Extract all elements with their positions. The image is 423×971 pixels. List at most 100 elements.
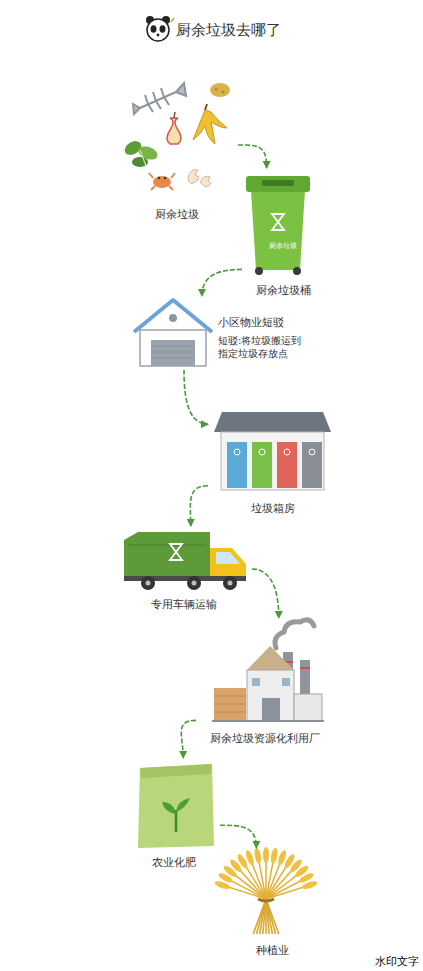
eggshell-part	[200, 176, 211, 187]
garbage-truck-part	[141, 576, 155, 590]
flow-arrow	[238, 145, 267, 168]
stage-node: 垃圾箱房	[208, 408, 337, 516]
cheese	[210, 83, 230, 97]
property-house-part	[151, 340, 195, 366]
factory-part	[214, 688, 246, 721]
wheat-bundle-part	[263, 847, 269, 863]
crab-part	[149, 173, 175, 190]
stage-caption: 厨余垃圾资源化利用厂	[196, 732, 334, 746]
green-bin-part	[255, 267, 263, 275]
bin-house-part	[234, 449, 240, 455]
apple-core-part	[174, 112, 175, 118]
garbage-truck-part	[124, 532, 210, 578]
property-house-part	[134, 300, 212, 332]
green-bin-part	[251, 190, 305, 270]
factory-part	[212, 720, 324, 722]
apple-core-part	[167, 118, 181, 144]
property-house-part	[151, 346, 195, 358]
property-house	[134, 300, 212, 366]
garbage-truck-part	[170, 544, 182, 560]
factory-part	[275, 620, 314, 648]
panda-icon-part	[147, 19, 169, 41]
eggshell-part	[188, 170, 199, 184]
apple-core	[167, 112, 181, 144]
cheese-part	[215, 88, 218, 91]
fertilizer-bag-part	[140, 764, 212, 778]
fish-bone-part	[133, 104, 140, 114]
green-bin-part	[246, 176, 310, 192]
banana-peel-part	[205, 104, 207, 110]
greens-part	[140, 150, 146, 166]
cheese-part	[210, 83, 230, 97]
garbage-truck	[124, 532, 246, 590]
stage-node: 小区物业短驳短驳:将垃圾搬运到指定垃圾存放点	[130, 296, 310, 370]
wheat-bundle-part	[263, 899, 266, 934]
garbage-truck-part	[187, 576, 201, 590]
fertilizer-bag-part	[138, 764, 214, 848]
crab-part	[158, 177, 160, 179]
flow-arrow	[190, 486, 208, 526]
bin-house-part	[221, 432, 324, 490]
crab-part	[153, 176, 171, 188]
bin-house	[214, 412, 331, 490]
garbage-truck-part	[192, 581, 197, 586]
title: 厨余垃圾去哪了	[176, 21, 281, 40]
factory-part	[247, 646, 294, 670]
green-bin-part	[272, 214, 284, 230]
stage-node: 种植业	[220, 848, 324, 958]
flow-arrow	[202, 269, 242, 296]
stage-heading: 小区物业短驳	[218, 316, 284, 330]
stage-note: 短驳:将垃圾搬运到指定垃圾存放点	[218, 334, 310, 360]
stage-caption: 垃圾箱房	[208, 502, 337, 516]
green-bin-part	[293, 267, 301, 275]
greens	[122, 138, 159, 167]
crab	[149, 173, 175, 190]
garbage-truck-part	[128, 545, 206, 546]
wheat-bundle	[214, 847, 318, 934]
bin-house-part	[227, 442, 247, 488]
fertilizer-bag-part	[162, 802, 176, 814]
bin-house-part	[259, 449, 265, 455]
wheat-bundle-part	[253, 847, 262, 864]
factory	[212, 590, 324, 722]
stage-caption: 种植业	[220, 944, 324, 958]
stage-node: 专用车辆运输	[116, 526, 252, 612]
garbage-truck-part	[146, 581, 151, 586]
wheat-bundle-part	[266, 899, 279, 934]
food-scraps	[122, 83, 230, 190]
stage-node: 厨余垃圾	[116, 82, 238, 222]
factory-part	[252, 678, 260, 686]
factory-part	[240, 590, 251, 604]
panda-icon	[146, 16, 174, 41]
fish-bone	[133, 83, 186, 114]
property-house-part	[140, 330, 206, 366]
crab-part	[164, 177, 166, 179]
banana-peel	[193, 104, 227, 144]
wheat-bundle-part	[256, 899, 266, 934]
factory-part	[282, 678, 290, 686]
stage-node: 厨余垃圾厨余垃圾桶	[242, 168, 324, 298]
wheat-bundle-part	[244, 849, 255, 866]
fertilizer-bag	[138, 764, 214, 848]
flow-arrow	[252, 569, 279, 618]
bin-house-part	[309, 449, 315, 455]
fertilizer-bag-part	[176, 798, 190, 812]
stage-caption: 厨余垃圾	[116, 208, 238, 222]
garbage-truck-part	[210, 548, 246, 580]
factory-part	[247, 670, 294, 721]
banana-peel-part	[193, 110, 227, 144]
factory-part	[300, 660, 310, 696]
panda-icon-part	[151, 25, 157, 33]
stage-node: 厨余垃圾资源化利用厂	[196, 618, 334, 746]
stage-caption: 专用车辆运输	[116, 598, 252, 612]
property-house-part	[169, 314, 177, 322]
flow-arrow	[181, 720, 196, 758]
panda-icon-part	[171, 18, 174, 22]
stage-node: 农业化肥	[128, 758, 220, 870]
wheat-bundle-part	[301, 880, 318, 891]
stage-heading: 厨余垃圾	[242, 242, 324, 251]
fish-bone-part	[145, 88, 169, 112]
